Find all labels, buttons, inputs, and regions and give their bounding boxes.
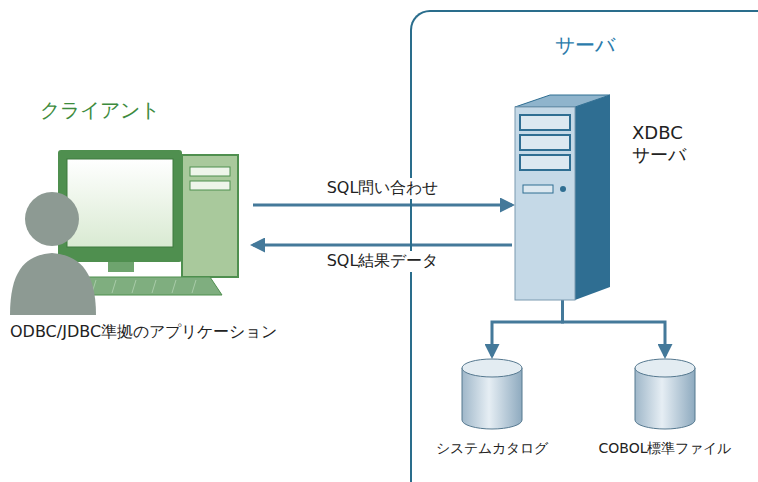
keyboard-key-line bbox=[112, 280, 116, 293]
cylinder-top bbox=[635, 359, 695, 377]
edge-label: SQL問い合わせ bbox=[324, 178, 442, 199]
power-button bbox=[560, 186, 566, 192]
edge-label: SQL結果データ bbox=[324, 251, 442, 272]
drive-slot bbox=[190, 181, 230, 190]
client-computer-outline bbox=[10, 95, 250, 315]
monitor-screen bbox=[67, 159, 173, 247]
keyboard-key-line bbox=[192, 280, 196, 293]
region-title: サーバ bbox=[555, 33, 615, 57]
keyboard bbox=[76, 277, 222, 295]
keyboard-key-line bbox=[172, 280, 176, 293]
client-caption: ODBC/JDBC準拠のアプリケーション bbox=[10, 322, 277, 341]
connector-arrow bbox=[253, 204, 512, 207]
drive-slot bbox=[190, 167, 230, 176]
keyboard-key-line bbox=[152, 280, 156, 293]
monitor-frame bbox=[58, 150, 182, 262]
database-cylinder: システムカタログ bbox=[461, 358, 523, 430]
monitor-stand bbox=[108, 262, 134, 272]
cylinder-top bbox=[462, 359, 522, 377]
server-tower-outline bbox=[515, 95, 610, 300]
person-head bbox=[25, 192, 79, 246]
client-computer: クライアントODBC/JDBC準拠のアプリケーション bbox=[10, 95, 250, 315]
database-label: システムカタログ bbox=[436, 440, 548, 457]
server-region: サーバ XDBC サーバシステムカタログ COBOL標準ファイル bbox=[410, 10, 758, 482]
keyboard-key-line bbox=[132, 280, 136, 293]
connector-arrow bbox=[253, 244, 512, 247]
server-tower: XDBC サーバ bbox=[515, 95, 610, 300]
drive-bay bbox=[520, 115, 570, 130]
database-cylinder: COBOL標準ファイル bbox=[634, 358, 696, 430]
tower-front bbox=[515, 107, 575, 300]
client-title: クライアント bbox=[40, 98, 160, 122]
connector-arrow bbox=[492, 300, 563, 356]
database-cylinder-outline bbox=[461, 358, 523, 430]
server-label: XDBC サーバ bbox=[632, 122, 692, 165]
drive-slot bbox=[523, 185, 553, 193]
database-cylinder-outline bbox=[634, 358, 696, 430]
database-label: COBOL標準ファイル bbox=[599, 440, 732, 457]
pc-tower bbox=[182, 155, 238, 277]
tower-side bbox=[575, 95, 610, 300]
person-body bbox=[10, 253, 96, 315]
drive-bay bbox=[520, 155, 570, 170]
connector-arrow bbox=[563, 300, 666, 356]
drive-bay bbox=[520, 135, 570, 150]
